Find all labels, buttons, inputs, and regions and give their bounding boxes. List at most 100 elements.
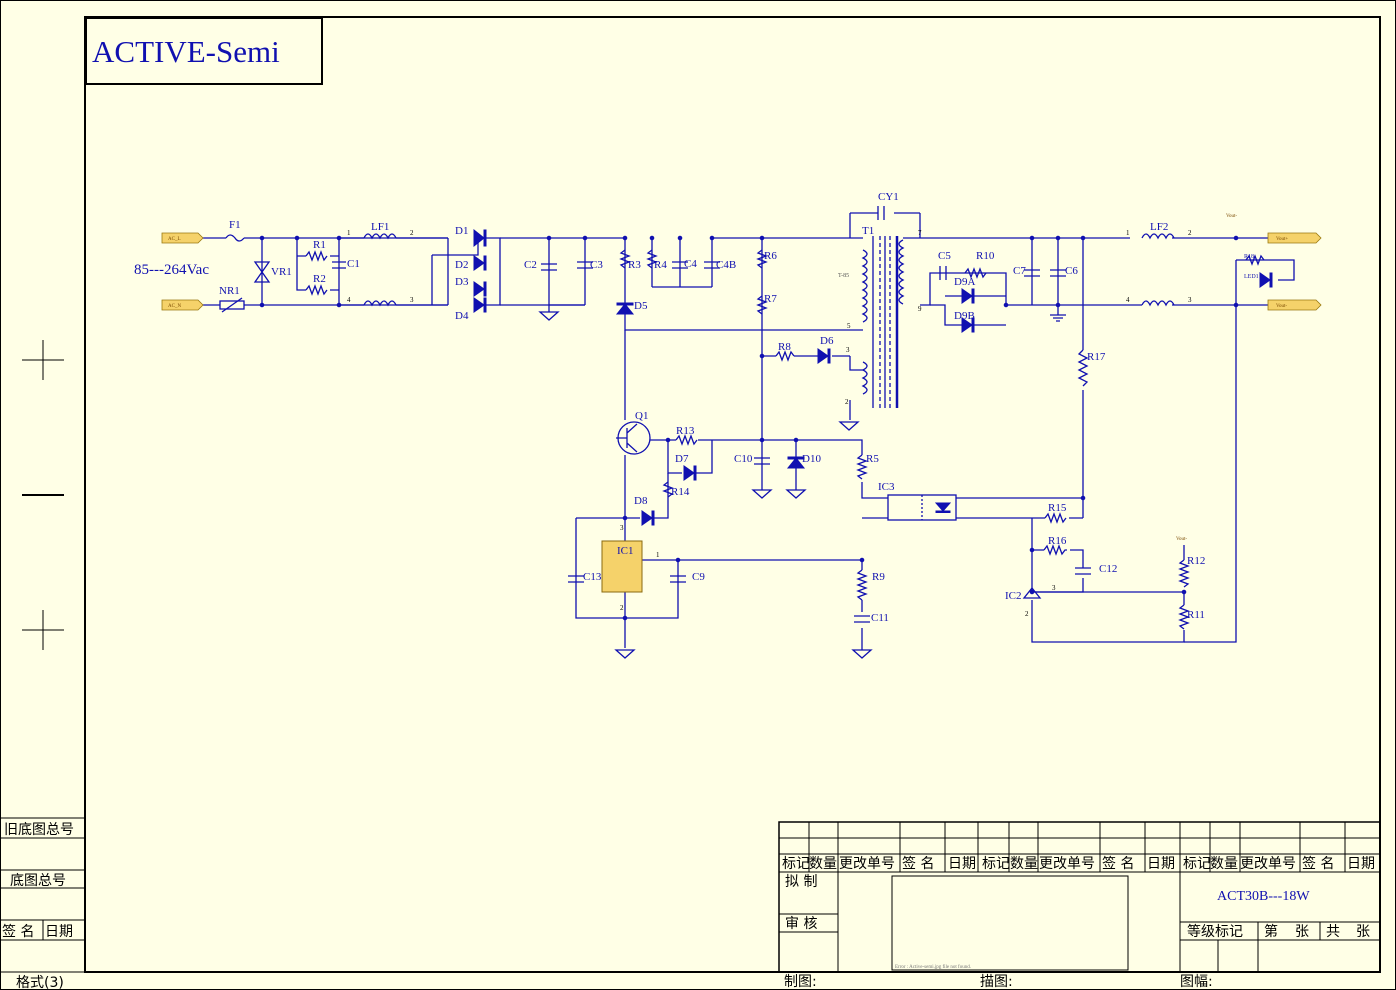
ref-r6: R6 xyxy=(764,250,777,262)
ref-cy1: CY1 xyxy=(878,191,899,203)
svg-text:1: 1 xyxy=(1126,229,1130,237)
rev-date-3: 日期 xyxy=(1347,856,1375,872)
ac-l-port xyxy=(161,232,204,244)
ref-lf1: LF1 xyxy=(371,221,389,233)
left-stamp-table xyxy=(0,817,85,973)
ref-c2: C2 xyxy=(524,259,537,271)
ref-led1: LED1 xyxy=(1244,274,1259,280)
company-box xyxy=(85,17,323,85)
left-sign-label: 签 名 xyxy=(2,923,34,940)
svg-text:4: 4 xyxy=(347,296,351,304)
old-base-number-label: 旧底图总号 xyxy=(4,822,74,838)
ref-nr1: NR1 xyxy=(219,285,240,297)
junctions xyxy=(259,235,1239,621)
rev-sign-2: 签 名 xyxy=(1102,855,1134,872)
vout-net-label: Vout- xyxy=(1226,214,1237,219)
ref-d3: D3 xyxy=(455,276,469,288)
component-symbols xyxy=(219,206,1265,630)
svg-text:3: 3 xyxy=(620,524,624,532)
drafted-by-label: 拟 制 xyxy=(785,874,817,890)
ref-d2: D2 xyxy=(455,259,468,271)
wires xyxy=(200,212,1295,650)
ref-c10: C10 xyxy=(734,453,753,465)
ref-r12: R12 xyxy=(1187,555,1205,567)
base-number-label: 底图总号 xyxy=(10,873,66,889)
ref-f1: F1 xyxy=(229,219,241,231)
svg-text:2: 2 xyxy=(620,604,624,612)
svg-text:9: 9 xyxy=(918,305,922,313)
svg-text:3: 3 xyxy=(410,296,414,304)
ref-c3: C3 xyxy=(590,259,603,271)
svg-text:2: 2 xyxy=(410,229,414,237)
left-date-label: 日期 xyxy=(45,924,73,940)
rev-change-3: 更改单号 xyxy=(1240,856,1296,872)
ref-r13: R13 xyxy=(676,425,695,437)
ref-d8: D8 xyxy=(634,495,648,507)
ref-c4: C4 xyxy=(684,258,697,270)
ref-q1: Q1 xyxy=(635,410,648,422)
ref-c1: C1 xyxy=(347,258,360,270)
registration-marks xyxy=(22,340,64,650)
sheet-unit-label-2: 张 xyxy=(1356,924,1370,940)
ref-r4: R4 xyxy=(654,259,667,271)
svg-text:4: 4 xyxy=(1126,296,1130,304)
rev-change-1: 更改单号 xyxy=(839,856,895,872)
embedded-image-note: Error : Active-semi.jpg file not found. xyxy=(895,965,971,970)
ref-c6: C6 xyxy=(1065,265,1078,277)
ref-c9: C9 xyxy=(692,571,705,583)
ground-symbols xyxy=(538,311,1066,659)
ac-n-port xyxy=(161,299,204,311)
input-voltage-label: 85---264Vac xyxy=(134,262,209,278)
sheet-unit-label-1: 张 xyxy=(1295,924,1309,940)
ref-ic3: IC3 xyxy=(878,481,895,493)
ref-d10: D10 xyxy=(802,453,821,465)
ref-r2: R2 xyxy=(313,273,326,285)
ref-r9: R9 xyxy=(872,571,885,583)
ref-r7: R7 xyxy=(764,293,777,305)
rev-mark-3: 标记 xyxy=(1183,856,1211,872)
ref-r14: R14 xyxy=(671,486,690,498)
sheet-total-label: 共 xyxy=(1326,924,1340,940)
svg-text:1: 1 xyxy=(347,229,351,237)
svg-text:7: 7 xyxy=(918,229,922,237)
designators: F1 NR1 VR1 R1 R2 C1 LF1 D1 D2 D3 D4 C2 C… xyxy=(219,191,1259,624)
ref-c12: C12 xyxy=(1099,563,1117,575)
vout-neg-port-label: Vout- xyxy=(1276,304,1287,309)
rev-sign-3: 签 名 xyxy=(1302,855,1334,872)
ref-c11: C11 xyxy=(871,612,889,624)
rev-qty-1: 数量 xyxy=(809,856,837,872)
ref-d6: D6 xyxy=(820,335,834,347)
ref-vr1: VR1 xyxy=(271,266,292,278)
ac-l-port-label: AC_L xyxy=(168,237,181,242)
svg-text:3: 3 xyxy=(846,346,850,354)
rev-date-2: 日期 xyxy=(1147,856,1175,872)
svg-text:2: 2 xyxy=(1188,229,1192,237)
rev-qty-3: 数量 xyxy=(1210,856,1238,872)
rev-sign-1: 签 名 xyxy=(902,855,934,872)
ref-c5: C5 xyxy=(938,250,951,262)
ref-r18: R18 xyxy=(1244,254,1254,260)
svg-text:5: 5 xyxy=(847,322,851,330)
svg-text:2: 2 xyxy=(845,398,849,406)
title-block-grid xyxy=(778,821,1381,973)
ref-d4: D4 xyxy=(455,310,469,322)
rev-date-1: 日期 xyxy=(948,856,976,872)
grade-label: 等级标记 xyxy=(1187,923,1243,940)
ref-ic1: IC1 xyxy=(617,545,634,557)
rev-mark-1: 标记 xyxy=(782,856,810,872)
ref-d9b: D9B xyxy=(954,310,975,322)
reviewed-by-label: 审 核 xyxy=(785,916,817,932)
ic1-body xyxy=(601,540,643,593)
ref-r3: R3 xyxy=(628,259,641,271)
ref-c7: C7 xyxy=(1013,265,1026,277)
ref-r8: R8 xyxy=(778,341,791,353)
ref-d1: D1 xyxy=(455,225,468,237)
traced-by-label: 描图: xyxy=(980,974,1013,990)
sheet-number-label: 第 xyxy=(1264,923,1278,940)
svg-text:3: 3 xyxy=(1052,584,1056,592)
ac-n-port-label: AC_N xyxy=(168,304,181,309)
made-by-label: 制图: xyxy=(784,974,817,990)
revision-header-row: 标记 数量 更改单号 签 名 日期 标记 数量 更改单号 签 名 日期 标记 数… xyxy=(782,855,1375,872)
